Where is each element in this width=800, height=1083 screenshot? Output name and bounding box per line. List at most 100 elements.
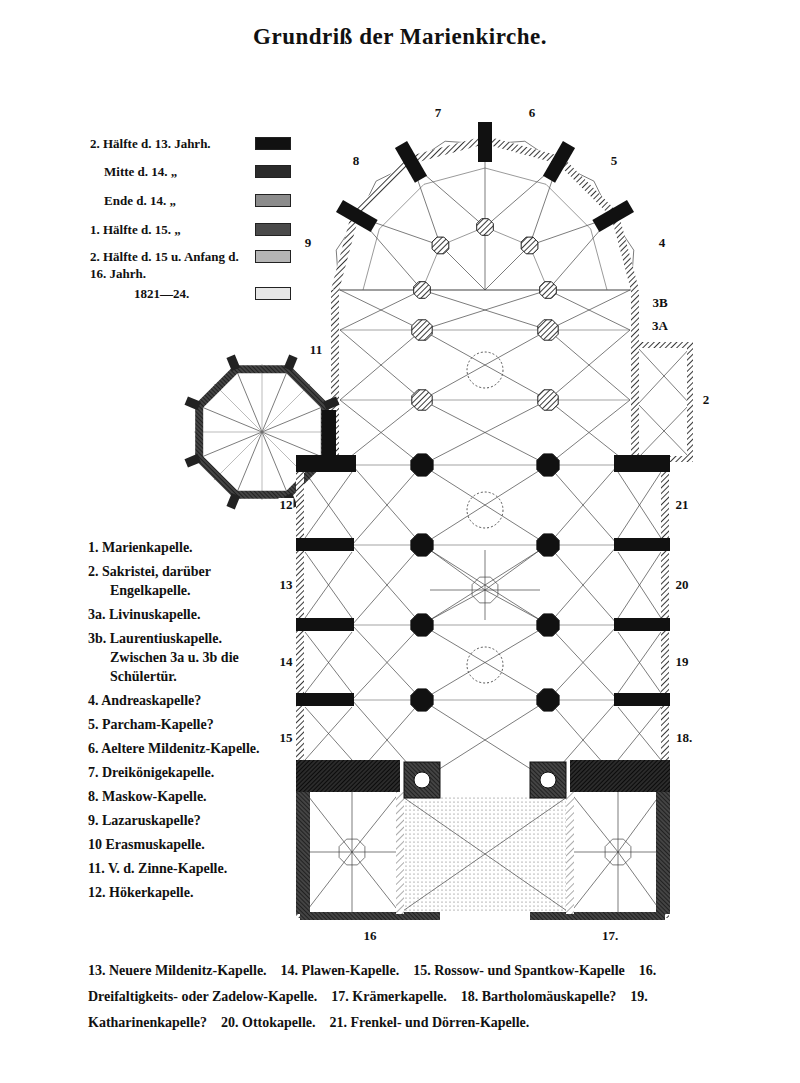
legend-text: 2. Hälfte d. 15 u. Anfang d. 16. Jahrh. [90,248,242,282]
vault-rib [422,465,548,545]
legend-text: 1821—24. [90,285,242,302]
vault-rib [548,290,631,291]
vault-rib [352,852,400,913]
vault-star [339,839,365,865]
stair [414,772,430,788]
vault-rib [262,384,310,432]
vault-rib [618,852,662,853]
vault-rib [485,550,540,590]
callout-number: 12 [279,498,294,512]
vault-rib [262,432,263,500]
corner-block [296,455,356,472]
apse-wall [335,140,635,290]
key-entry: 17. Krämerkapelle. [331,989,446,1004]
vault-rib [485,590,486,620]
sacristy-wall [636,345,690,459]
vault-rib [548,625,618,700]
pier [412,320,432,340]
vault-rib [352,852,353,913]
vault-rib [262,364,263,432]
chapel-divider [296,618,354,631]
tower-pier [404,762,440,798]
vault-rib [305,852,352,913]
pier [521,237,538,254]
vault-rib [305,552,352,618]
vault-rib [618,852,662,913]
callout-number: 20 [675,578,690,592]
key-entry: 1. Marienkapelle. [88,538,276,557]
vault-rib [340,290,422,330]
vault-rib [422,545,548,625]
chapel-divider [296,538,354,551]
vault-rib [340,330,422,400]
transverse-arch [340,400,630,401]
vault-rib [618,472,661,538]
legend-swatch [255,287,291,300]
callout-number: 3A [651,319,669,333]
pier [537,454,559,476]
vault-rib [262,406,325,432]
key-entry: 5. Parcham-Kapelle? [88,715,276,734]
vault-rib [305,632,352,693]
vault-rib [352,625,422,700]
vault-rib [352,465,422,545]
pier [538,390,558,410]
vault-rib [548,330,630,400]
vault-rib [422,625,548,700]
pier [411,614,433,636]
key-entry: 10 Erasmuskapelle. [88,835,276,854]
chapel-passage [322,410,336,456]
vault-rib [352,792,400,852]
transverse-arch [340,625,630,626]
ambulatory-arcade [422,227,548,290]
legend-swatch [255,165,291,178]
pier [537,614,559,636]
legend-swatch [255,250,291,263]
title-block: Grundriß der Marienkirche. [0,24,800,50]
key-entry: 3a. Livinuskapelle. [88,605,276,624]
vault-rib [485,290,548,291]
vault-rib [618,632,661,693]
key-entry: 12. Hökerkapelle. [88,883,276,902]
vault-rib [214,432,262,480]
buttress [401,145,421,180]
key-entry: 6. Aeltere Mildenitz-Kapelle. [88,739,276,758]
west-wall [530,912,665,920]
pier [477,219,494,236]
vault-rib [305,632,352,693]
vault-rib [548,545,618,625]
vault-rib [352,852,400,853]
octagon-chapel-wall [199,369,325,495]
vault-rib [638,348,690,404]
callout-number: 3B [651,296,668,310]
title: Grundriß der Marienkirche. [253,24,547,49]
vault-rib [194,432,262,433]
key-entry: 4. Andreaskapelle? [88,691,276,710]
legend-entry: 1. Hälfte d. 15. „ [90,221,300,241]
buttress [186,458,199,463]
transverse-arch [340,465,630,466]
tower-pier [530,762,566,798]
buttress [288,356,293,369]
tower-wall [566,792,574,914]
chapel-divider [614,618,670,631]
vault-star [472,577,498,603]
vault-rib [618,552,661,618]
legend-text: Ende d. 14. „ [90,192,242,209]
legend-text: Mitte d. 14. „ [90,163,242,180]
vault-rib [570,852,618,913]
buttress [478,122,492,162]
callout-number: 19 [675,655,690,669]
legend-entry: Mitte d. 14. „ [90,163,300,183]
vault-rib [305,707,352,760]
buttress [549,145,569,180]
restored-floor [400,795,570,913]
vault-rib [618,472,661,538]
vault-star [605,839,631,865]
pier [537,534,559,556]
callout-number: 2 [702,393,711,407]
vault-rib [618,792,619,852]
vault-rib [485,550,486,590]
chapel-arcade [363,168,607,290]
